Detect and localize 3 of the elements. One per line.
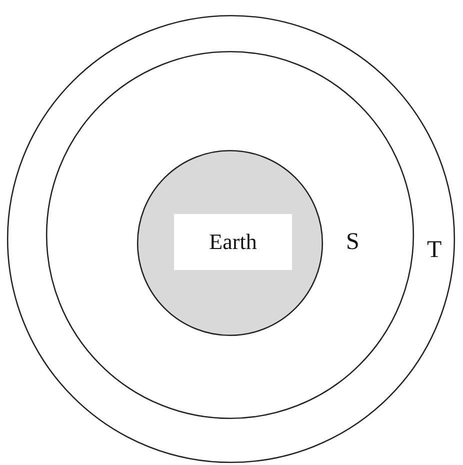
planet-label: Earth <box>174 214 292 270</box>
orbit-label: T <box>427 238 442 262</box>
orbit-label: S <box>346 230 360 254</box>
